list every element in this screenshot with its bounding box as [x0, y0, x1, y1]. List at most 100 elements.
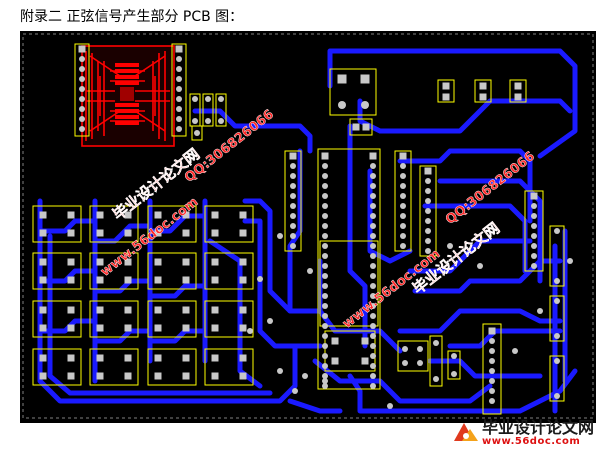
pad: [442, 82, 450, 90]
footer-brand: 毕业设计论文网 www.56doc.com: [482, 419, 594, 447]
pad: [400, 193, 406, 199]
pad: [154, 354, 162, 362]
pad: [370, 183, 376, 189]
pad: [370, 253, 376, 259]
pad: [425, 198, 431, 204]
pad: [322, 163, 328, 169]
pad: [239, 372, 247, 380]
keypad-outlines: [32, 205, 254, 386]
pad: [352, 123, 360, 131]
pad: [514, 93, 522, 101]
pad: [154, 372, 162, 380]
pad: [451, 353, 457, 359]
pad: [425, 238, 431, 244]
pad: [79, 96, 85, 102]
pad: [369, 152, 377, 160]
pad: [290, 223, 296, 229]
pad: [211, 229, 219, 237]
pad: [124, 306, 132, 314]
pad: [479, 93, 487, 101]
pad: [370, 363, 376, 369]
pad: [361, 337, 369, 345]
pad: [433, 340, 439, 346]
pad: [182, 211, 190, 219]
pad: [192, 118, 198, 124]
pad: [124, 324, 132, 332]
pad: [176, 126, 182, 132]
pad: [370, 233, 376, 239]
pad: [182, 229, 190, 237]
pad: [442, 93, 450, 101]
pad: [182, 276, 190, 284]
pad: [400, 213, 406, 219]
pad: [424, 167, 432, 175]
pad: [425, 248, 431, 254]
pad: [322, 193, 328, 199]
pad: [39, 276, 47, 284]
pad: [211, 372, 219, 380]
pad: [96, 229, 104, 237]
pad: [154, 324, 162, 332]
silkscreen: [32, 43, 565, 415]
pad: [531, 243, 537, 249]
pad: [322, 253, 328, 259]
pad: [370, 193, 376, 199]
pad: [400, 223, 406, 229]
footer-brand-name: 毕业设计论文网: [482, 418, 595, 437]
pad: [79, 126, 85, 132]
pad: [417, 360, 423, 366]
pad: [400, 183, 406, 189]
pad: [176, 56, 182, 62]
component-pads: [39, 45, 573, 409]
pad: [387, 403, 393, 409]
pad: [218, 96, 224, 102]
pad: [554, 228, 560, 234]
pad: [267, 318, 273, 324]
pad: [451, 371, 457, 377]
pad: [361, 357, 369, 365]
pad: [361, 101, 369, 109]
pad: [322, 273, 328, 279]
pad: [402, 360, 408, 366]
pad: [370, 293, 376, 299]
pad: [370, 173, 376, 179]
pad: [79, 116, 85, 122]
pad: [370, 383, 376, 389]
pad: [218, 118, 224, 124]
pad: [322, 183, 328, 189]
pad: [531, 263, 537, 269]
pad: [489, 388, 495, 394]
pad: [290, 213, 296, 219]
pad: [124, 258, 132, 266]
pad: [96, 324, 104, 332]
pad: [154, 258, 162, 266]
pad: [154, 306, 162, 314]
pad: [175, 45, 183, 53]
pad: [370, 213, 376, 219]
pad: [425, 178, 431, 184]
pad: [67, 258, 75, 266]
pad: [67, 354, 75, 362]
pad: [182, 306, 190, 314]
pad: [79, 86, 85, 92]
pad: [370, 373, 376, 379]
pad: [211, 324, 219, 332]
pad: [425, 188, 431, 194]
pad: [292, 388, 298, 394]
pad: [124, 211, 132, 219]
pad: [531, 253, 537, 259]
pad: [433, 376, 439, 382]
pad: [322, 383, 328, 389]
pad: [257, 276, 263, 282]
pad: [322, 353, 328, 359]
pad: [67, 276, 75, 284]
pad: [239, 276, 247, 284]
pad: [154, 276, 162, 284]
pad: [479, 82, 487, 90]
pad: [67, 211, 75, 219]
pad: [489, 358, 495, 364]
pad: [331, 337, 339, 345]
pad: [96, 372, 104, 380]
pad: [239, 211, 247, 219]
pad: [338, 101, 346, 109]
